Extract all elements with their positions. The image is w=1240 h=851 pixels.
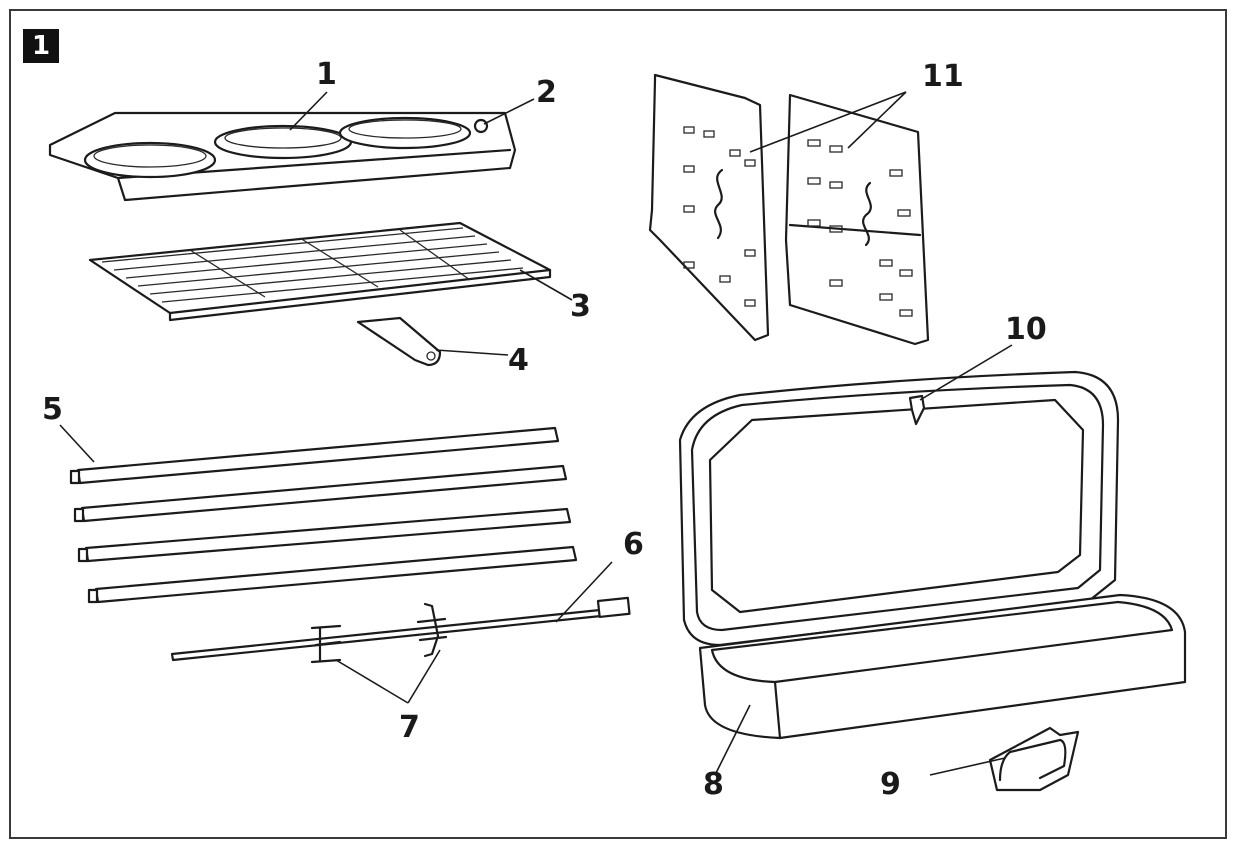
- grill-grate: [88, 221, 552, 322]
- label-4: 4: [508, 343, 529, 378]
- rotisserie-spit: [170, 596, 631, 664]
- leader-lines: [59, 91, 1013, 776]
- figure-number-badge: 1: [23, 29, 59, 63]
- label-8: 8: [703, 767, 724, 802]
- label-3: 3: [570, 289, 591, 324]
- carry-case: [678, 370, 1187, 792]
- burner-top-plate: [48, 111, 517, 202]
- label-2: 2: [536, 75, 557, 110]
- label-7: 7: [399, 710, 420, 745]
- label-6: 6: [623, 527, 644, 562]
- label-10: 10: [1005, 312, 1047, 347]
- side-panels: [648, 73, 930, 346]
- label-11: 11: [922, 59, 964, 94]
- label-1: 1: [316, 57, 337, 92]
- support-rods: [69, 426, 578, 604]
- figure-frame: [9, 9, 1227, 839]
- grate-lifter-tool: [356, 316, 442, 367]
- label-5: 5: [42, 392, 63, 427]
- label-9: 9: [880, 767, 901, 802]
